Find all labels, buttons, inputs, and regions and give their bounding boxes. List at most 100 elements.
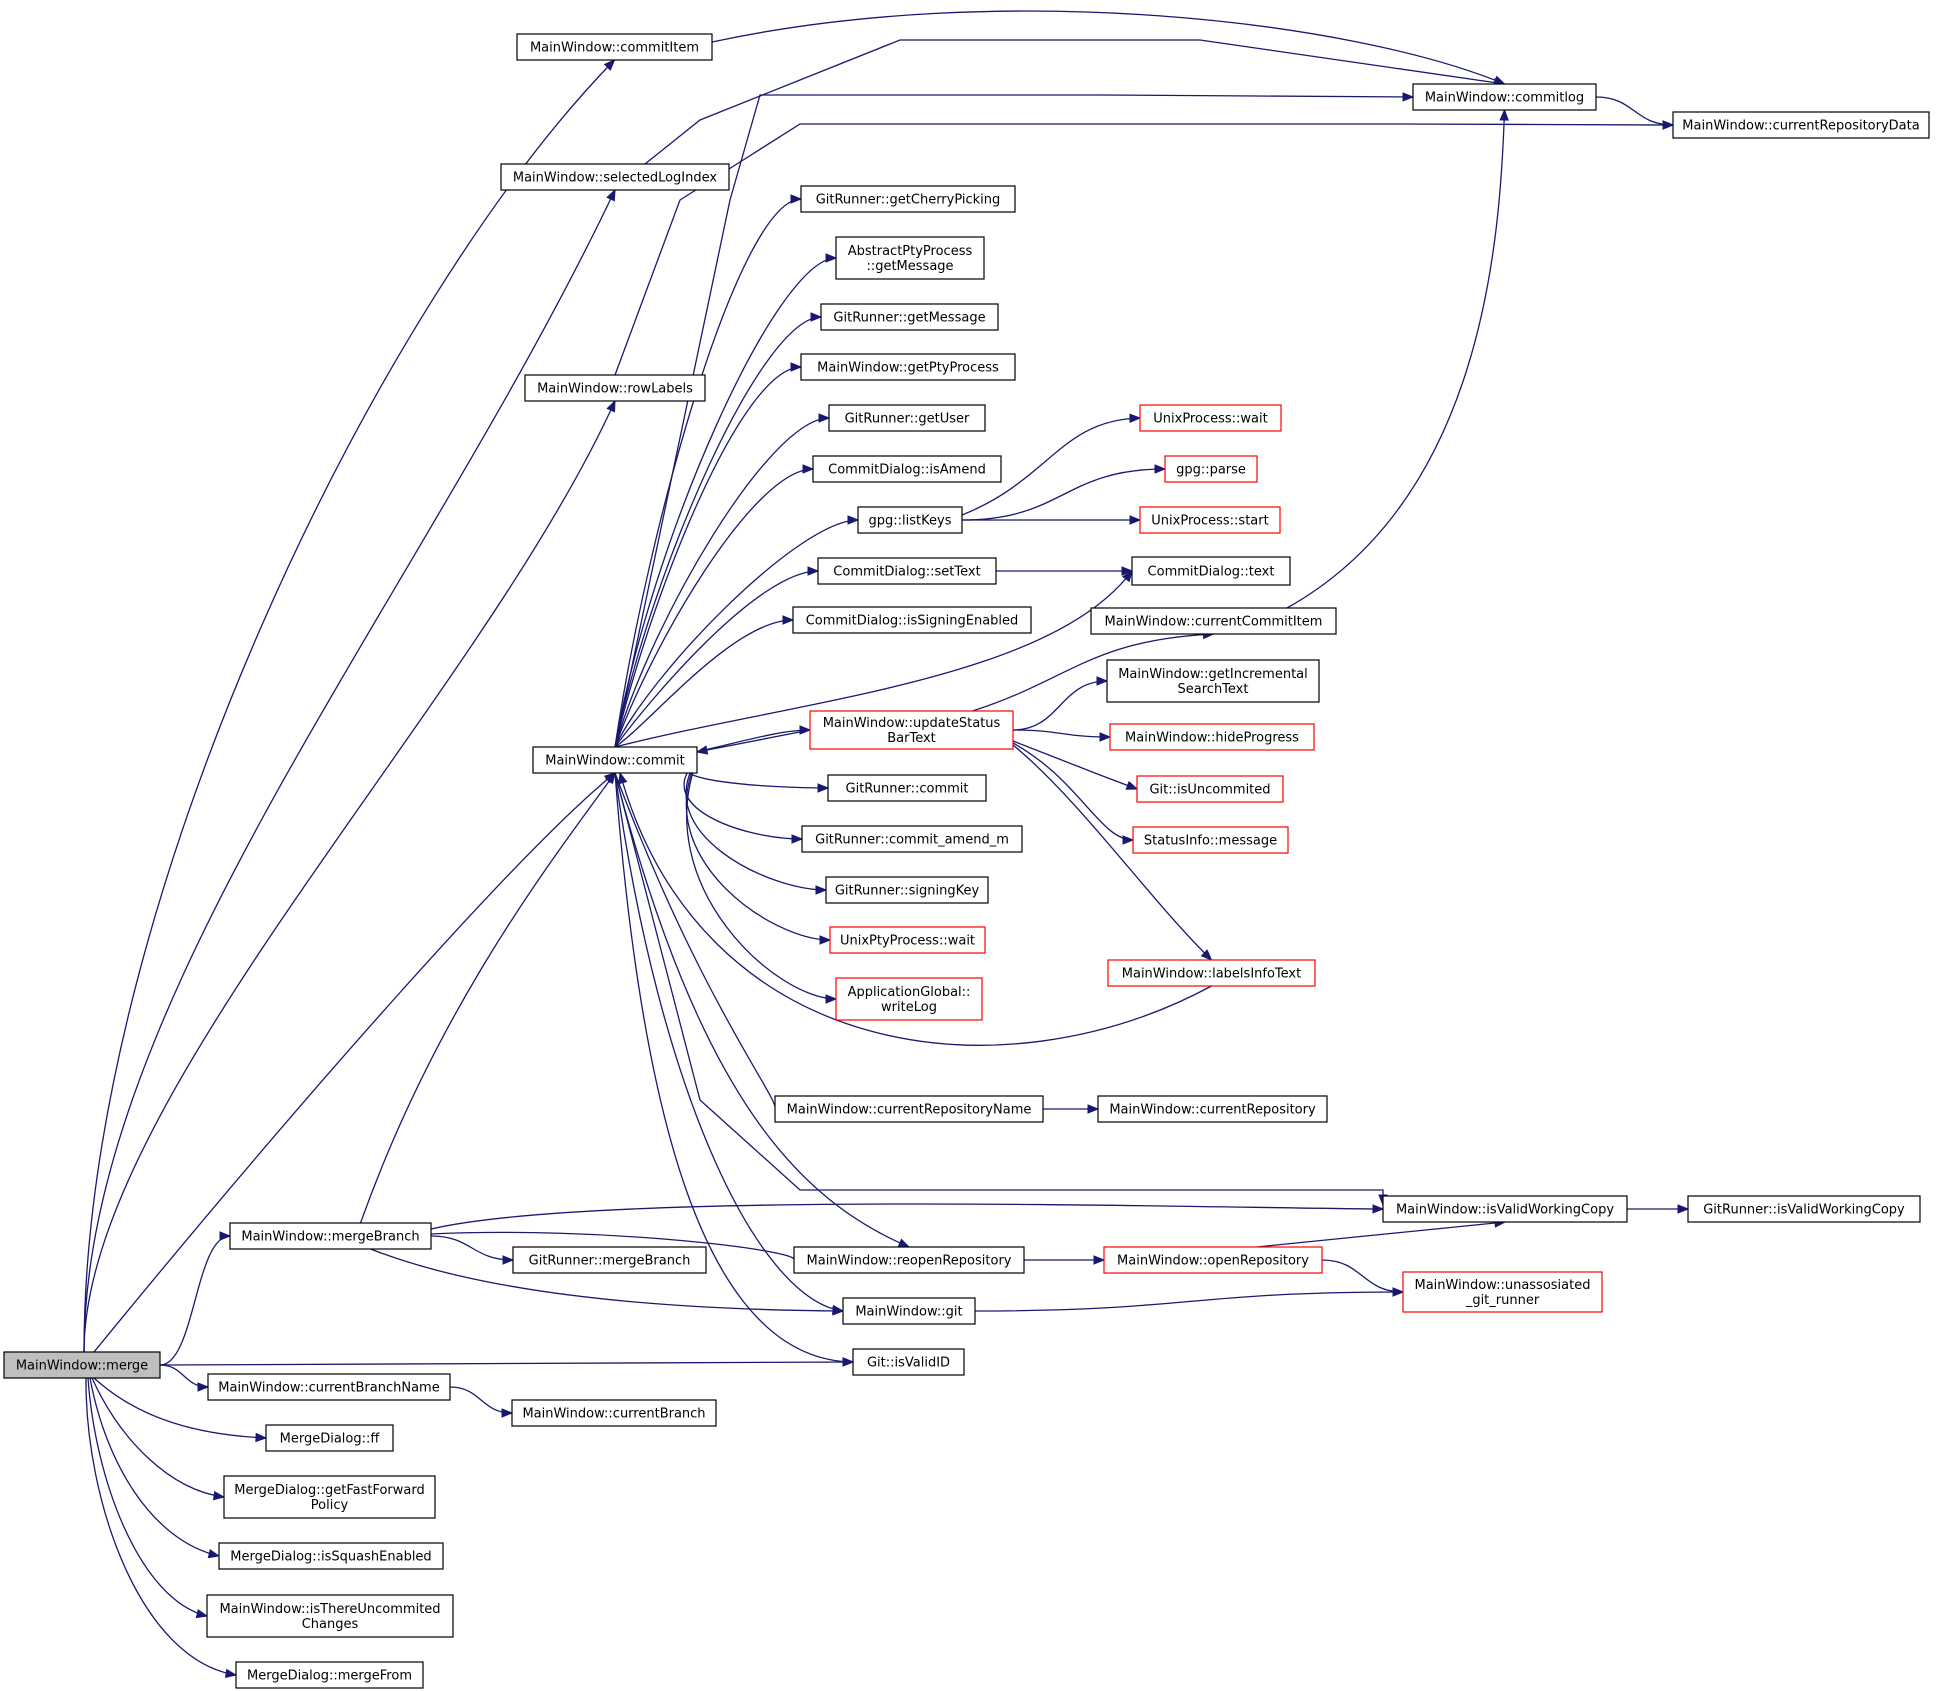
node-merge-dialog-is-squash-enabled[interactable]: MergeDialog::isSquashEnabled <box>218 1542 444 1570</box>
node-main-window-reopen-repository[interactable]: MainWindow::reopenRepository <box>793 1246 1025 1274</box>
node-unix-pty-process-wait[interactable]: UnixPtyProcess::wait <box>829 926 986 954</box>
node-box <box>835 236 985 280</box>
node-main-window-current-commit-item[interactable]: MainWindow::currentCommitItem <box>1090 607 1337 635</box>
node-unix-process-wait[interactable]: UnixProcess::wait <box>1139 404 1282 432</box>
node-label: CommitDialog::isAmend <box>828 463 986 478</box>
node-main-window-commit[interactable]: MainWindow::commit <box>532 746 698 774</box>
node-box <box>524 374 706 402</box>
edge-line <box>686 759 837 1000</box>
node-commit-dialog-text[interactable]: CommitDialog::text <box>1131 556 1291 586</box>
node-label: gpg::parse <box>1176 463 1246 478</box>
node-gpg-parse[interactable]: gpg::parse <box>1164 455 1258 483</box>
edge-line <box>1012 744 1212 961</box>
node-main-window-labels-info-text[interactable]: MainWindow::labelsInfoText <box>1107 959 1316 987</box>
node-main-window-commit-item[interactable]: MainWindow::commitItem <box>516 33 713 61</box>
node-box <box>828 404 986 432</box>
node-label: SearchText <box>1178 682 1249 697</box>
call-edge-main-window-commit-to-git-runner-get-user <box>614 413 831 748</box>
call-edge-main-window-merge-to-merge-dialog-merge-from <box>85 1377 238 1679</box>
node-label: MainWindow::merge <box>16 1359 148 1374</box>
edge-line <box>614 619 794 748</box>
node-label: MainWindow::getPtyProcess <box>817 361 999 376</box>
edge-line <box>696 729 811 753</box>
node-main-window-unassosiated-git-runner[interactable]: MainWindow::unassosiated_git_runner <box>1402 1271 1603 1313</box>
node-abstract-pty-process-get-message[interactable]: AbstractPtyProcess::getMessage <box>835 236 985 280</box>
call-edge-gpg-list-keys-to-unix-process-start <box>962 515 1142 525</box>
node-git-runner-get-user[interactable]: GitRunner::getUser <box>828 404 986 432</box>
node-git-runner-commit-amend-m[interactable]: GitRunner::commit_amend_m <box>801 825 1023 853</box>
node-label: Policy <box>311 1498 349 1513</box>
node-main-window-current-branch[interactable]: MainWindow::currentBranch <box>511 1399 717 1427</box>
node-main-window-hide-progress[interactable]: MainWindow::hideProgress <box>1109 723 1315 751</box>
node-box <box>235 1661 424 1689</box>
node-box <box>842 1297 976 1325</box>
node-label: MainWindow::commit <box>545 754 684 769</box>
node-box <box>1164 455 1258 483</box>
node-git-runner-commit[interactable]: GitRunner::commit <box>827 774 987 802</box>
edge-line <box>961 417 1141 516</box>
edge-line <box>614 772 910 1248</box>
node-label: Git::isUncommited <box>1149 783 1270 798</box>
call-edge-main-window-commit-to-git-is-valid-id <box>614 772 855 1367</box>
node-git-runner-merge-branch[interactable]: GitRunner::mergeBranch <box>512 1246 707 1274</box>
node-git-runner-get-message[interactable]: GitRunner::getMessage <box>820 303 999 331</box>
node-box <box>1132 826 1289 854</box>
node-commit-dialog-is-signing-enabled[interactable]: CommitDialog::isSigningEnabled <box>792 606 1032 634</box>
node-box <box>835 977 983 1021</box>
node-box <box>801 825 1023 853</box>
node-unix-process-start[interactable]: UnixProcess::start <box>1139 506 1281 534</box>
node-git-runner-is-valid-working-copy[interactable]: GitRunner::isValidWorkingCopy <box>1687 1195 1921 1223</box>
edge-line <box>1321 1259 1404 1293</box>
node-box <box>1687 1195 1921 1223</box>
node-gpg-list-keys[interactable]: gpg::listKeys <box>857 506 963 534</box>
call-edge-main-window-row-labels-to-main-window-current-repository-data <box>614 120 1675 376</box>
node-main-window-current-repository-name[interactable]: MainWindow::currentRepositoryName <box>774 1095 1044 1123</box>
edge-arrowhead <box>790 362 803 372</box>
node-application-global-write-log[interactable]: ApplicationGlobal::writeLog <box>835 977 983 1021</box>
edge-line <box>614 316 822 748</box>
node-git-runner-get-cherry-picking[interactable]: GitRunner::getCherryPicking <box>800 185 1016 213</box>
edge-line <box>644 39 1505 165</box>
node-merge-dialog-ff[interactable]: MergeDialog::ff <box>265 1424 394 1452</box>
node-main-window-merge[interactable]: MainWindow::merge <box>3 1351 161 1379</box>
node-git-is-valid-id[interactable]: Git::isValidID <box>852 1348 965 1376</box>
node-main-window-selected-log-index[interactable]: MainWindow::selectedLogIndex <box>500 163 730 191</box>
node-git-is-uncommited[interactable]: Git::isUncommited <box>1136 775 1284 803</box>
node-box <box>206 1594 454 1638</box>
edge-line <box>685 759 831 941</box>
node-merge-dialog-merge-from[interactable]: MergeDialog::mergeFrom <box>235 1661 424 1689</box>
node-main-window-is-valid-working-copy[interactable]: MainWindow::isValidWorkingCopy <box>1382 1195 1628 1223</box>
node-box <box>1402 1271 1603 1313</box>
node-main-window-merge-branch[interactable]: MainWindow::mergeBranch <box>229 1222 432 1250</box>
node-main-window-get-pty-process[interactable]: MainWindow::getPtyProcess <box>800 353 1016 381</box>
node-main-window-open-repository[interactable]: MainWindow::openRepository <box>1103 1246 1323 1274</box>
node-main-window-commitlog[interactable]: MainWindow::commitlog <box>1412 83 1597 111</box>
edge-arrowhead <box>832 1306 845 1316</box>
node-label: GitRunner::getMessage <box>833 311 985 326</box>
edge-line <box>1256 1221 1506 1248</box>
node-label: UnixProcess::wait <box>1153 412 1267 427</box>
call-edge-main-window-merge-to-main-window-is-there-uncommited-changes <box>87 1377 209 1619</box>
node-main-window-current-branch-name[interactable]: MainWindow::currentBranchName <box>207 1373 451 1401</box>
node-status-info-message[interactable]: StatusInfo::message <box>1132 826 1289 854</box>
edge-arrowhead <box>1093 1255 1106 1265</box>
edge-line <box>83 189 616 1353</box>
node-box <box>812 455 1002 483</box>
node-git-runner-signing-key[interactable]: GitRunner::signingKey <box>825 876 989 904</box>
call-edge-main-window-commit-to-commit-dialog-text <box>614 569 1133 748</box>
node-main-window-current-repository[interactable]: MainWindow::currentRepository <box>1097 1095 1328 1123</box>
node-main-window-git[interactable]: MainWindow::git <box>842 1297 976 1325</box>
node-commit-dialog-set-text[interactable]: CommitDialog::setText <box>817 557 997 585</box>
node-label: GitRunner::commit_amend_m <box>815 833 1009 848</box>
node-label: MainWindow::currentRepository <box>1109 1103 1316 1118</box>
node-main-window-row-labels[interactable]: MainWindow::rowLabels <box>524 374 706 402</box>
edge-line <box>614 468 814 748</box>
node-box <box>1412 83 1597 111</box>
node-commit-dialog-is-amend[interactable]: CommitDialog::isAmend <box>812 455 1002 483</box>
edge-line <box>91 1377 225 1498</box>
node-main-window-current-repository-data[interactable]: MainWindow::currentRepositoryData <box>1672 111 1930 139</box>
